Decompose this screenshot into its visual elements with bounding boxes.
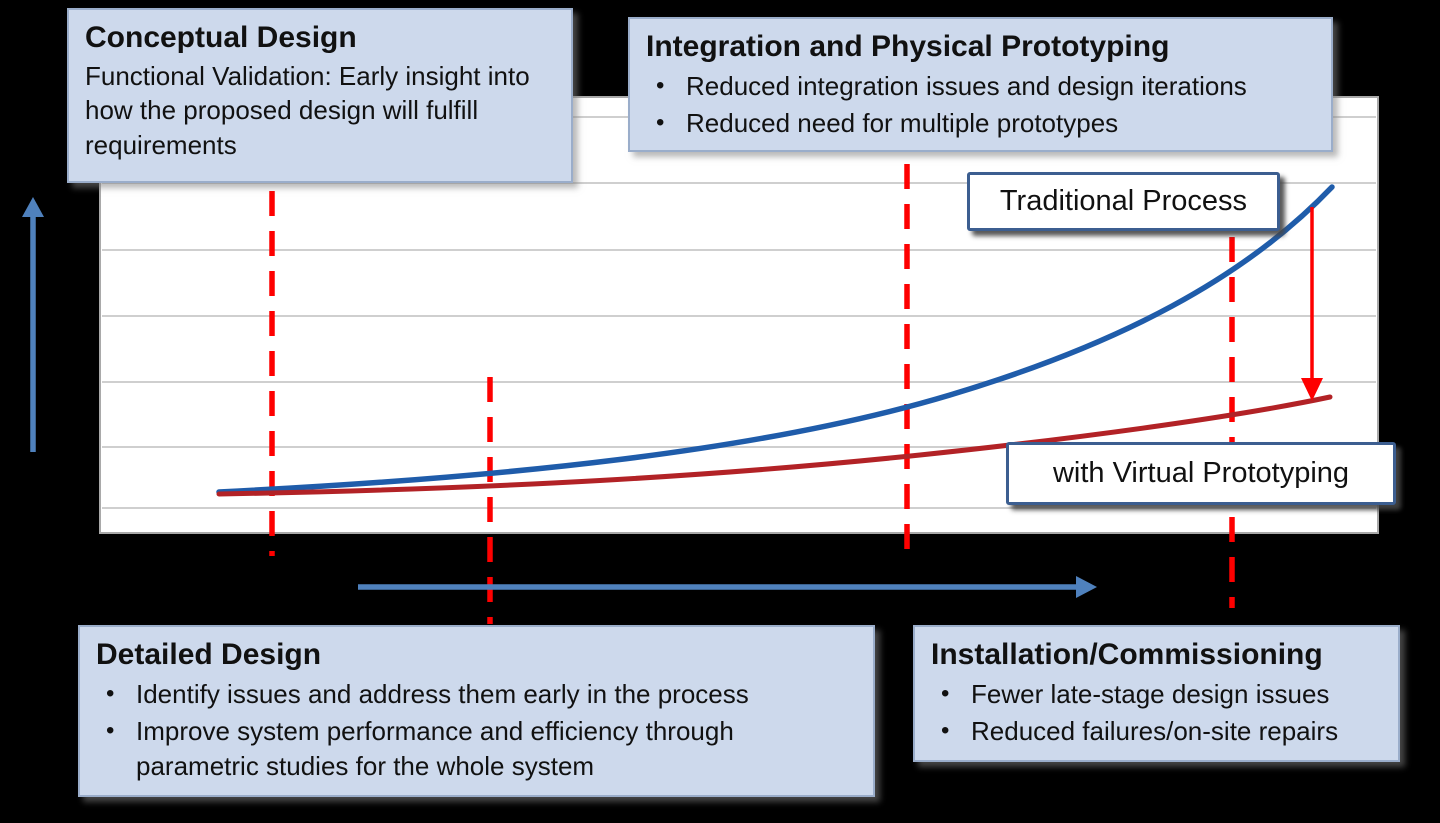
bullet-icon: • <box>656 71 665 99</box>
callout-conceptual-design: Conceptual Design Functional Validation:… <box>67 8 573 183</box>
cost-drop-arrow <box>1301 207 1323 401</box>
bullet-icon: • <box>656 109 665 137</box>
virtual-prototyping-label: with Virtual Prototyping <box>1006 442 1396 505</box>
bullet-text: Reduced failures/on-site repairs <box>971 716 1339 747</box>
traditional-process-label-text: Traditional Process <box>999 185 1248 217</box>
bullet-item: • Reduced integration issues and design … <box>646 69 1315 104</box>
callout-body: Functional Validation: Early insight int… <box>85 60 530 160</box>
callout-title: Integration and Physical Prototyping <box>646 30 1170 63</box>
bullet-icon: • <box>941 679 950 707</box>
traditional-process-curve <box>216 184 1335 495</box>
virtual-prototyping-label-text: with Virtual Prototyping <box>1052 457 1350 489</box>
x-axis-arrow <box>358 576 1097 598</box>
bullet-item: • Improve system performance and efficie… <box>96 714 857 783</box>
bullet-item: • Fewer late-stage design issues <box>931 677 1382 712</box>
callout-title: Detailed Design <box>96 638 322 671</box>
bullet-text: Reduced need for multiple prototypes <box>686 108 1119 139</box>
callout-installation-commissioning: Installation/Commissioning • Fewer late-… <box>913 625 1400 762</box>
bullet-item: • Reduced failures/on-site repairs <box>931 714 1382 749</box>
bullet-icon: • <box>106 717 115 745</box>
bullet-item: • Reduced need for multiple prototypes <box>646 106 1315 141</box>
bullet-text: Reduced integration issues and design it… <box>686 70 1247 101</box>
callout-title: Installation/Commissioning <box>931 638 1323 671</box>
y-axis-arrow <box>22 197 44 452</box>
callout-integration-prototyping: Integration and Physical Prototyping • R… <box>628 17 1333 152</box>
virtual-prototyping-curve <box>216 394 1333 497</box>
traditional-process-label: Traditional Process <box>967 172 1280 231</box>
bullet-text: Fewer late-stage design issues <box>971 678 1330 709</box>
bullet-icon: • <box>106 679 115 707</box>
bullet-text: Improve system performance and efficienc… <box>136 716 734 781</box>
callout-detailed-design: Detailed Design • Identify issues and ad… <box>78 625 875 797</box>
callout-title: Conceptual Design <box>85 21 357 54</box>
bullet-item: • Identify issues and address them early… <box>96 677 857 712</box>
bullet-text: Identify issues and address them early i… <box>136 678 749 709</box>
bullet-icon: • <box>941 717 950 745</box>
